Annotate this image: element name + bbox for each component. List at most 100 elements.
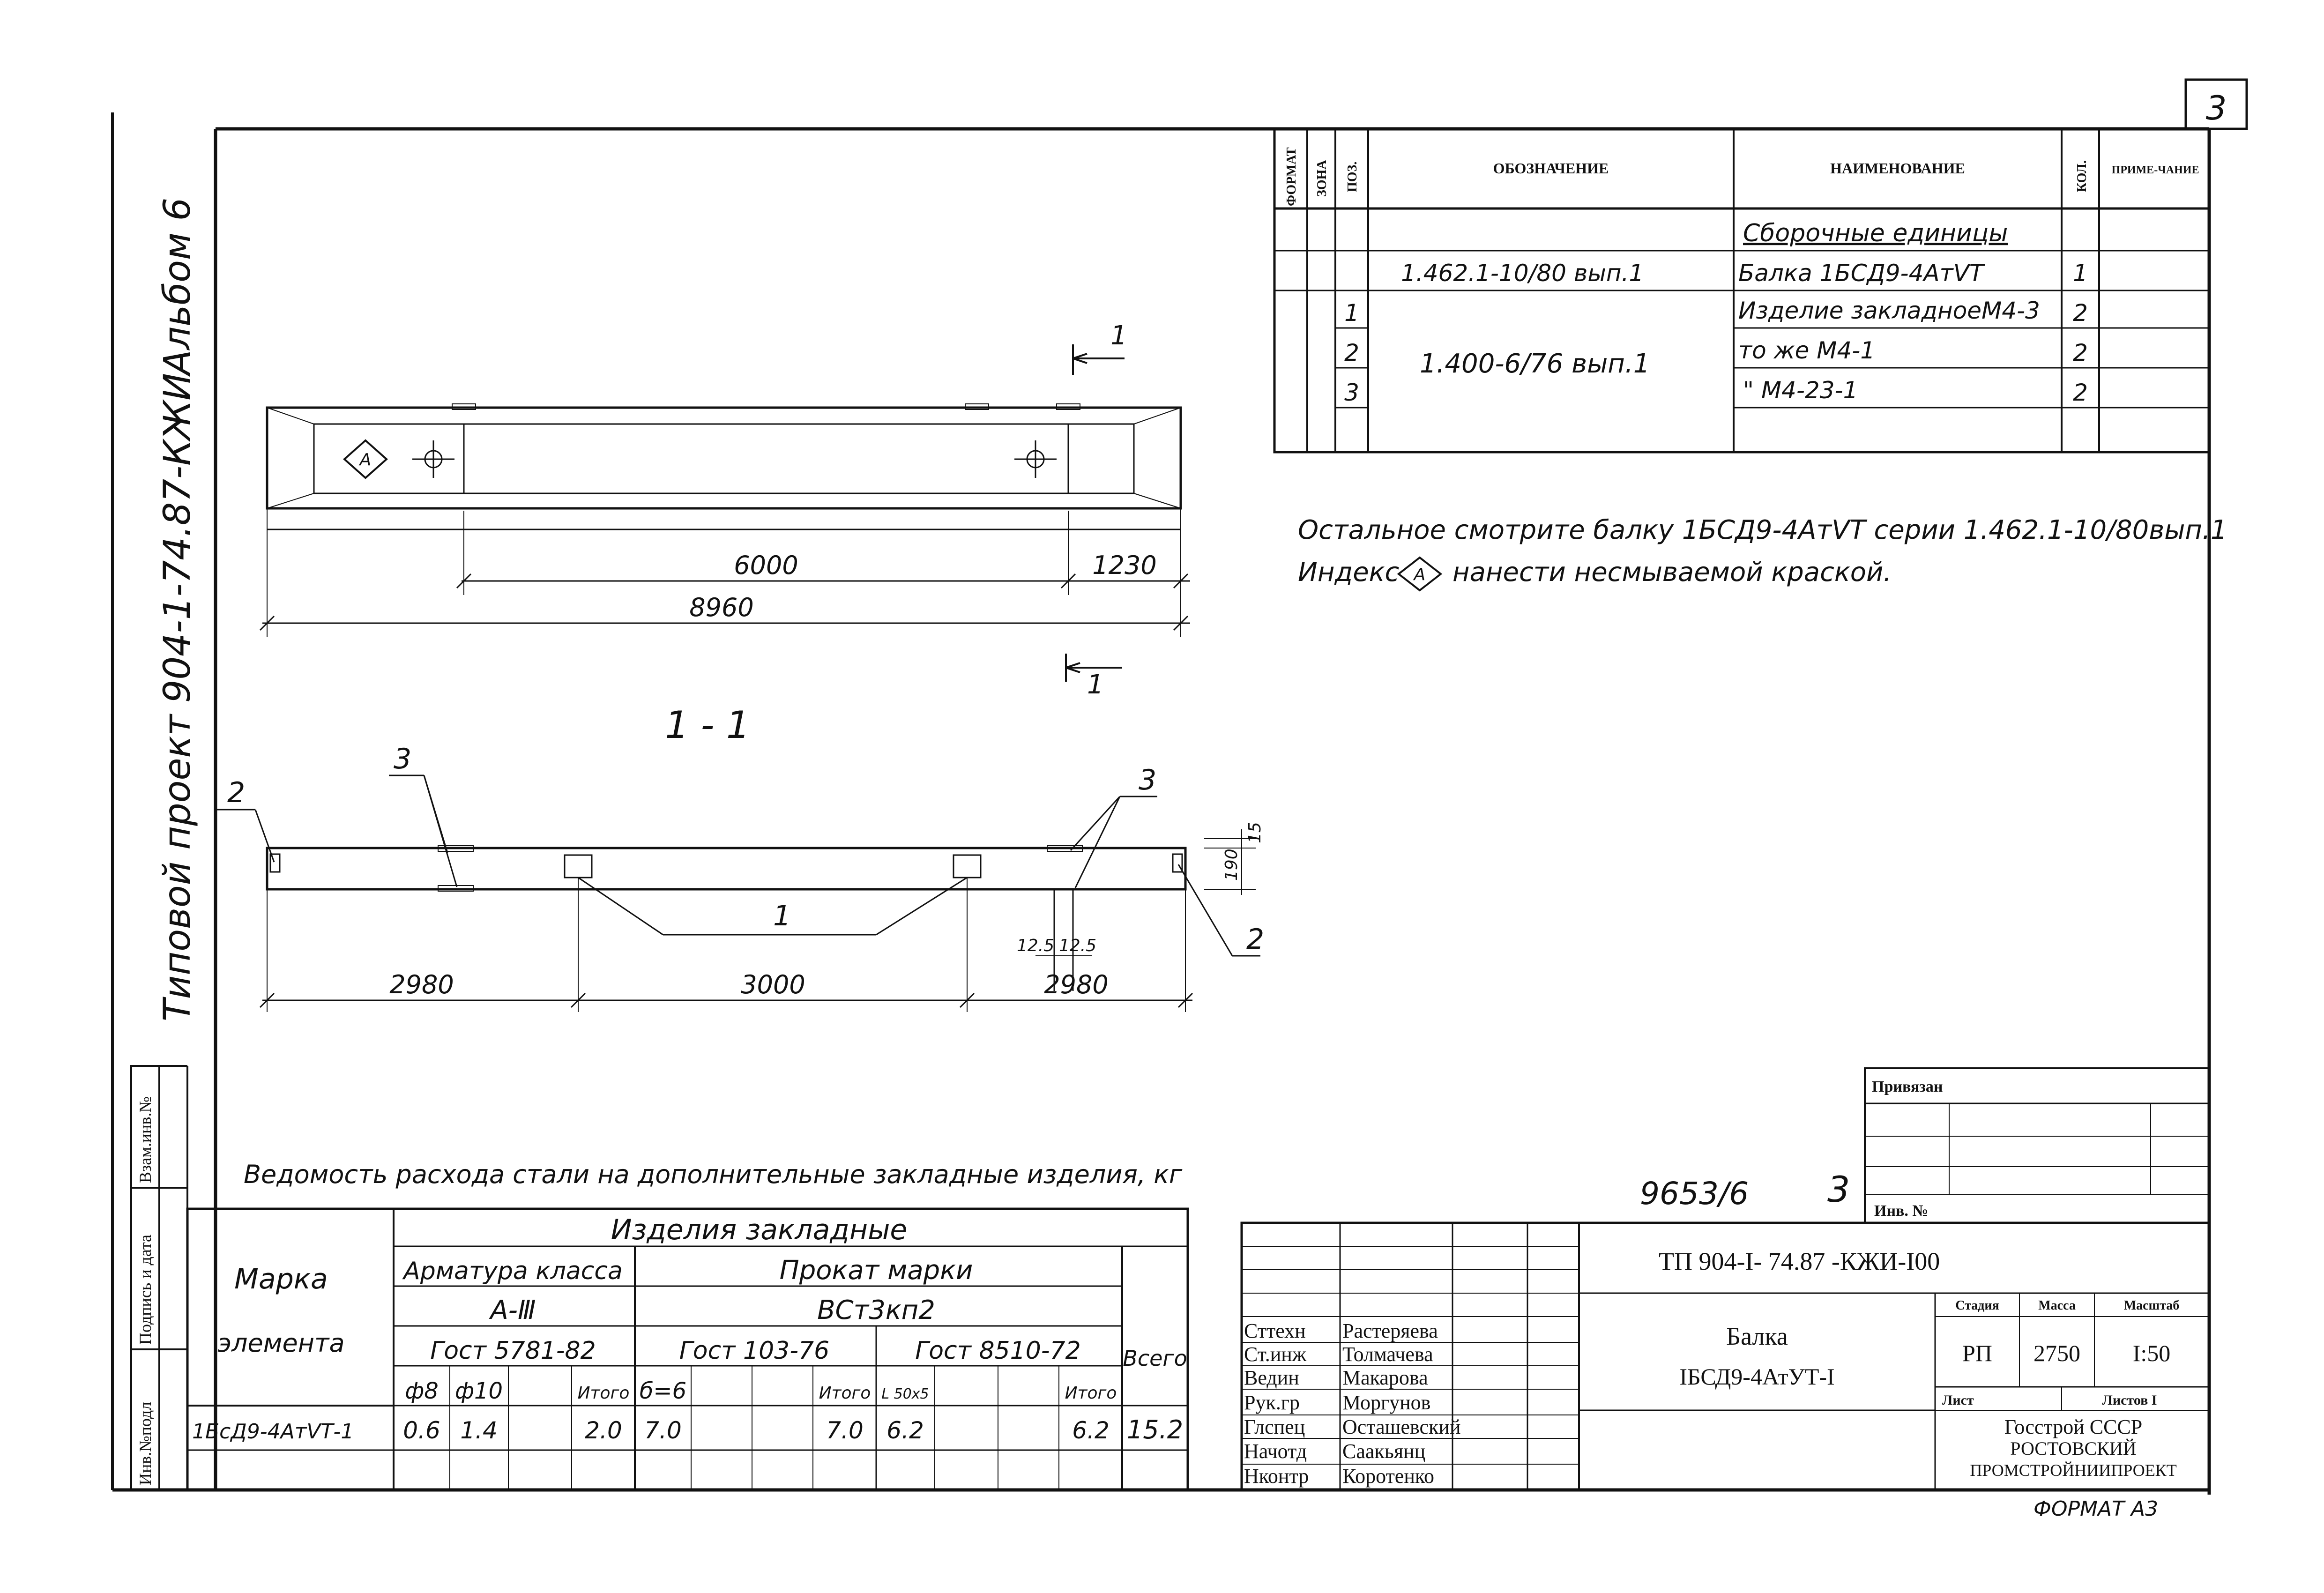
format-label: ФОРМАТ А3 — [2034, 1497, 2158, 1521]
steel-group-header: Изделия закладные — [611, 1213, 908, 1246]
spec-header-pos: ПОЗ. — [1345, 162, 1360, 192]
part-name: Балка — [1726, 1322, 1788, 1350]
section-marker-top: 1 — [1072, 320, 1127, 375]
steel-sub-total-2: Итого — [819, 1384, 871, 1403]
callout-3-right: 3 — [1139, 764, 1156, 796]
steel-sub-total-3: Итого — [1065, 1384, 1117, 1403]
header-stage: Стадия — [1955, 1298, 1999, 1313]
sheet-label: Лист — [1942, 1392, 1974, 1408]
spec-row-1-name: Балка 1БСД9-4АтⅤТ — [1738, 260, 1985, 287]
dim-12-5-left: 12.5 — [1017, 936, 1054, 955]
section-marker-bottom: 1 — [1065, 654, 1122, 700]
plan-target-right — [1014, 440, 1057, 478]
left-stamp: Взам.инв.№ Подпись и дата Инв.№подл — [130, 1065, 188, 1491]
inv-label: Инв. № — [1874, 1202, 1929, 1220]
org-line-3: ПРОМСТРОЙНИИПРОЕКТ — [1970, 1461, 2176, 1480]
spec-row-2-qty: 2 — [2073, 299, 2088, 327]
note-index-prefix: Индекс — [1298, 557, 1400, 588]
left-margin: Типовой проект 904-1-74.87-КЖИ Альбом 6 … — [130, 198, 199, 1491]
spec-row-3-qty: 2 — [2073, 339, 2088, 366]
plan-dim-1230: 1230 — [1092, 551, 1156, 580]
spec-row-2-pos: 1 — [1344, 299, 1359, 327]
sig-role-6: Начотд — [1244, 1440, 1307, 1463]
stamp-cell-vzam: Взам.инв.№ — [136, 1096, 155, 1183]
steel-total-header: Всего — [1123, 1346, 1187, 1371]
plan-dim-6000: 6000 — [734, 551, 798, 580]
spec-header-format: ФОРМАТ — [1284, 147, 1299, 206]
archive-number: 9653/6 — [1640, 1176, 1749, 1212]
steel-row-total-3: 6.2 — [1072, 1417, 1110, 1444]
plan-index-diamond: A — [343, 439, 388, 479]
sheet-number-box — [2184, 78, 2248, 130]
binding-label: Привязан — [1872, 1078, 1943, 1095]
plan-dim-8960: 8960 — [689, 593, 753, 622]
steel-row-total-2: 7.0 — [826, 1417, 864, 1444]
dim-12-5-right: 12.5 — [1059, 936, 1096, 955]
sig-role-4: Рук.гр — [1244, 1391, 1300, 1414]
steel-sub-b6: б=6 — [640, 1378, 686, 1404]
sig-role-3: Ведин — [1244, 1366, 1299, 1389]
org-line-2: РОСТОВСКИЙ — [2010, 1438, 2136, 1459]
spec-header-zone: ЗОНА — [1315, 160, 1329, 197]
doc-code: ТП 904-I- 74.87 -КЖИ-I00 — [1659, 1247, 1940, 1275]
steel-sub-f8: ф8 — [405, 1378, 439, 1404]
sig-role-7: Нконтр — [1244, 1465, 1309, 1488]
sig-role-5: Глспец — [1244, 1415, 1305, 1438]
sig-role-1: Сттехн — [1244, 1319, 1306, 1342]
spec-section-title: Сборочные единицы — [1743, 219, 2008, 247]
dim-15: 15 — [1245, 822, 1265, 843]
steel-rebar-gost: Гост 5781-82 — [430, 1337, 596, 1365]
sig-name-1: Растеряева — [1342, 1319, 1438, 1342]
sig-name-6: Саакьянц — [1342, 1440, 1425, 1463]
spec-row-3-name: то же М4-1 — [1738, 337, 1875, 364]
steel-row-angle: 6.2 — [886, 1417, 924, 1444]
spec-header-designation: ОБОЗНАЧЕНИЕ — [1493, 160, 1609, 177]
steel-mark-header-2: элемента — [217, 1328, 344, 1358]
album-label: Альбом 6 — [156, 198, 199, 377]
steel-rolled-gost1: Гост 103-76 — [679, 1337, 829, 1365]
dim-190: 190 — [1222, 849, 1241, 881]
steel-row-total-1: 2.0 — [585, 1417, 622, 1444]
part-code: IБСД9-4АтУТ-I — [1679, 1363, 1834, 1390]
value-mass: 2750 — [2034, 1340, 2080, 1366]
callout-2-left: 2 — [227, 776, 245, 809]
steel-rebar-header: Арматура класса — [402, 1257, 623, 1285]
sig-name-3: Макарова — [1342, 1366, 1428, 1389]
spec-row-1-qty: 1 — [2073, 260, 2088, 287]
section-dim-3000: 3000 — [741, 970, 805, 999]
sig-name-5: Осташевский — [1342, 1415, 1461, 1438]
header-scale: Масштаб — [2124, 1298, 2180, 1313]
steel-rolled-gost2: Гост 8510-72 — [915, 1337, 1080, 1365]
section-dim-2980-right: 2980 — [1044, 970, 1108, 999]
steel-row-f8: 0.6 — [403, 1417, 440, 1444]
notes: Остальное смотрите балку 1БСД9-4АтⅤТ сер… — [1298, 515, 2227, 592]
stamp-cell-signature: Подпись и дата — [136, 1235, 155, 1345]
project-title: Типовой проект 904-1-74.87-КЖИ — [156, 373, 199, 1021]
sig-name-7: Коротенко — [1342, 1465, 1434, 1488]
spec-header-note: ПРИМЕ-ЧАНИЕ — [2112, 164, 2199, 176]
note-line-2: нанести несмываемой краской. — [1452, 557, 1892, 588]
section-title: 1 - 1 — [665, 703, 750, 747]
plan-target-left — [412, 440, 454, 478]
beam-section-view: 1 - 1 2 3 3 2 1 15 190 — [216, 703, 1265, 1012]
callout-1: 1 — [773, 900, 791, 932]
spec-row-3-pos: 2 — [1344, 339, 1359, 366]
steel-row-grand-total: 15.2 — [1127, 1415, 1183, 1444]
archive-sheet: 3 — [1827, 1169, 1850, 1210]
callout-3-left: 3 — [394, 743, 411, 775]
sheet-number: 3 — [2206, 89, 2227, 127]
callout-2-right: 2 — [1246, 923, 1264, 956]
steel-sub-f10: ф10 — [455, 1378, 503, 1404]
beam-plan-view: A 6000 1230 8960 — [259, 320, 1190, 700]
note-line-1: Остальное смотрите балку 1БСД9-4АтⅤТ сер… — [1298, 515, 2227, 545]
section-dim-2980-left: 2980 — [389, 970, 454, 999]
sig-name-2: Толмачева — [1342, 1343, 1433, 1366]
header-mass: Масса — [2038, 1298, 2076, 1313]
title-block: Привязан Инв. № 9653/6 3 Сттехн Растеряе… — [1240, 1067, 2211, 1491]
spec-row-4-name: " М4-23-1 — [1743, 377, 1858, 404]
steel-row-mark: 1БсД9-4АтⅤТ-1 — [192, 1420, 354, 1444]
stamp-cell-inv: Инв.№подл — [136, 1402, 155, 1485]
sheets-label: Листов I — [2102, 1392, 2157, 1408]
steel-mark-header-1: Марка — [234, 1263, 328, 1295]
